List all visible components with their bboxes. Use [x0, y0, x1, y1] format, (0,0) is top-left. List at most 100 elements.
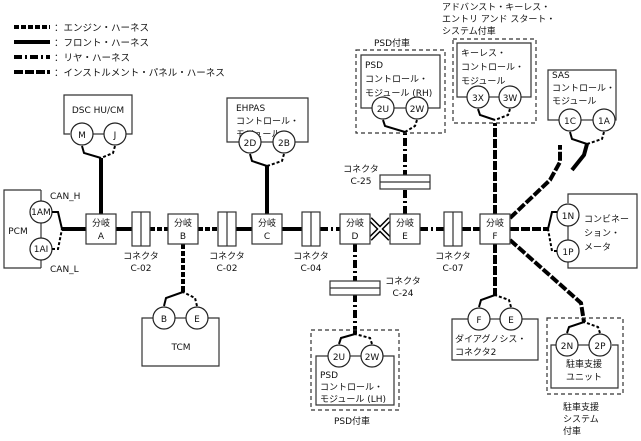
connector-c02-a-label: コネクタ	[123, 251, 159, 262]
pin-3w-label: 3W	[503, 94, 518, 104]
module-park: 2N 2P 駐車支援 ユニット 駐車支援 システム 付車	[546, 317, 624, 437]
module-keyless: アドバンスト・キーレス・ エントリ アンド スタート・ システム付車 キーレス・…	[442, 2, 555, 124]
branch-f: 分岐 F	[479, 213, 511, 245]
connector-c25-label: コネクタ	[343, 164, 379, 175]
module-pcm: PCM 1AM 1AI CAN_H CAN_L	[3, 189, 80, 275]
pin-2p	[588, 333, 612, 357]
keyless-option-line-3: システム付車	[442, 25, 496, 37]
sas-line-3: モジュール	[552, 97, 596, 107]
can-h-label: CAN_H	[50, 192, 80, 202]
pin-2w-lh	[360, 344, 384, 368]
pin-f	[467, 307, 491, 331]
pin-3w	[498, 85, 522, 109]
branch-d-label: 分岐	[346, 217, 364, 229]
park-option-frame	[546, 317, 624, 395]
psd-lh-line-3: モジュール (LH)	[320, 395, 386, 405]
module-combi: 1N 1P コンビネー ション・ メータ	[547, 193, 638, 269]
psd-lh-line-2: コントロール・	[320, 383, 383, 393]
legend-label-engine: ：エンジン・ハーネス	[54, 23, 149, 34]
pin-1c-label: 1C	[564, 117, 576, 127]
branch-e-label: 分岐	[396, 217, 414, 229]
psd-lh-option-label: PSD付車	[334, 415, 370, 427]
connector-c25: コネクタ C-25	[343, 164, 431, 190]
connector-c04-id: C-04	[301, 264, 322, 274]
connector-c02-a: コネクタ C-02	[123, 211, 159, 274]
keyless-line-3: モジュール	[461, 77, 505, 87]
branch-a-id: A	[98, 232, 105, 242]
branch-d-id: D	[352, 232, 359, 242]
keyless-line-1: キーレス・	[461, 49, 506, 59]
pin-b-label: B	[161, 315, 167, 325]
pin-e-diag-label: E	[508, 316, 514, 326]
module-diag: F E ダイアグノシス・ コネクタ2	[451, 294, 539, 361]
connector-c02-a-id: C-02	[131, 264, 152, 274]
park-line-2: ユニット	[566, 373, 602, 383]
legend-label-instrument: ：インストルメント・パネル・ハーネス	[54, 68, 225, 79]
connector-c04: コネクタ C-04	[293, 211, 329, 274]
branch-e: 分岐 E	[389, 213, 421, 245]
crossover-d-e	[368, 217, 392, 241]
branch-b-label: 分岐	[174, 217, 192, 229]
module-psd-lh: 2U 2W PSD コントロール・ モジュール (LH) PSD付車	[310, 329, 400, 427]
pin-2u-lh	[327, 344, 351, 368]
combi-line-1: コンビネー	[584, 214, 629, 225]
legend-label-front: ：フロント・ハーネス	[54, 38, 149, 49]
branch-c-id: C	[264, 232, 270, 242]
branch-d: 分岐 D	[339, 213, 371, 245]
connector-c02-b-label: コネクタ	[209, 251, 245, 262]
branch-b-id: B	[180, 232, 186, 242]
pin-2u-lh-label: 2U	[333, 353, 345, 363]
pin-1a-label: 1A	[598, 117, 611, 127]
connector-c25-id: C-25	[351, 177, 372, 187]
connector-c02-b: コネクタ C-02	[209, 211, 245, 274]
diag-line-2: コネクタ2	[455, 347, 496, 358]
pin-m	[70, 122, 94, 146]
psd-rh-line-1: PSD	[365, 61, 383, 71]
park-line-1: 駐車支援	[566, 358, 602, 370]
psd-rh-option-frame	[355, 49, 446, 134]
legend-item-engine: ：エンジン・ハーネス	[14, 23, 149, 34]
pin-2d-label: 2D	[244, 139, 257, 149]
pin-3x	[466, 85, 490, 109]
branch-e-id: E	[402, 232, 408, 242]
pin-2u-rh	[371, 96, 395, 120]
wire-f-sas	[508, 145, 562, 220]
pin-2w-rh-label: 2W	[410, 105, 425, 115]
pin-1c	[558, 108, 582, 132]
connector-c02-b-id: C-02	[217, 264, 238, 274]
legend-label-rear: ：リヤ・ハーネス	[54, 53, 130, 64]
psd-lh-line-1: PSD	[320, 371, 338, 381]
module-ehpas: EHPAS コントロール・ モジュール 2D 2B	[226, 97, 309, 167]
pin-2w-lh-label: 2W	[365, 353, 380, 363]
pcm-label: PCM	[8, 227, 27, 237]
connector-c24-label: コネクタ	[385, 276, 421, 287]
pin-2d	[238, 130, 262, 154]
connector-c24-id: C-24	[393, 289, 414, 299]
pin-2u-rh-label: 2U	[377, 105, 389, 115]
branch-b: 分岐 B	[167, 213, 199, 245]
pin-1p-label: 1P	[562, 248, 574, 258]
legend-item-instrument: ：インストルメント・パネル・ハーネス	[14, 68, 225, 79]
pin-1n-label: 1N	[562, 212, 574, 222]
pin-m-label: M	[78, 131, 86, 141]
park-option-line-3: 付車	[563, 425, 581, 437]
pin-j-label: J	[113, 131, 117, 141]
branch-f-id: F	[492, 232, 497, 242]
psd-lh-option-frame	[310, 329, 400, 411]
module-sas: SAS コントロール・ モジュール 1C 1A	[547, 69, 617, 172]
combi-line-2: ション・	[584, 229, 620, 239]
sas-line-1: SAS	[552, 71, 570, 81]
can-l-label: CAN_L	[50, 265, 79, 275]
module-dsc: DSC HU/CM M J	[63, 94, 133, 159]
connector-c07-id: C-07	[443, 264, 464, 274]
pin-2b	[272, 130, 296, 154]
connector-c24: コネクタ C-24	[329, 276, 421, 299]
psd-rh-option-label: PSD付車	[374, 37, 410, 49]
combi-line-3: メータ	[584, 242, 611, 253]
branch-a: 分岐 A	[85, 213, 117, 245]
pin-1ai-label: 1AI	[34, 245, 49, 255]
pin-3x-label: 3X	[472, 94, 484, 104]
branch-c: 分岐 C	[251, 213, 283, 245]
pin-2b-label: 2B	[278, 139, 290, 149]
